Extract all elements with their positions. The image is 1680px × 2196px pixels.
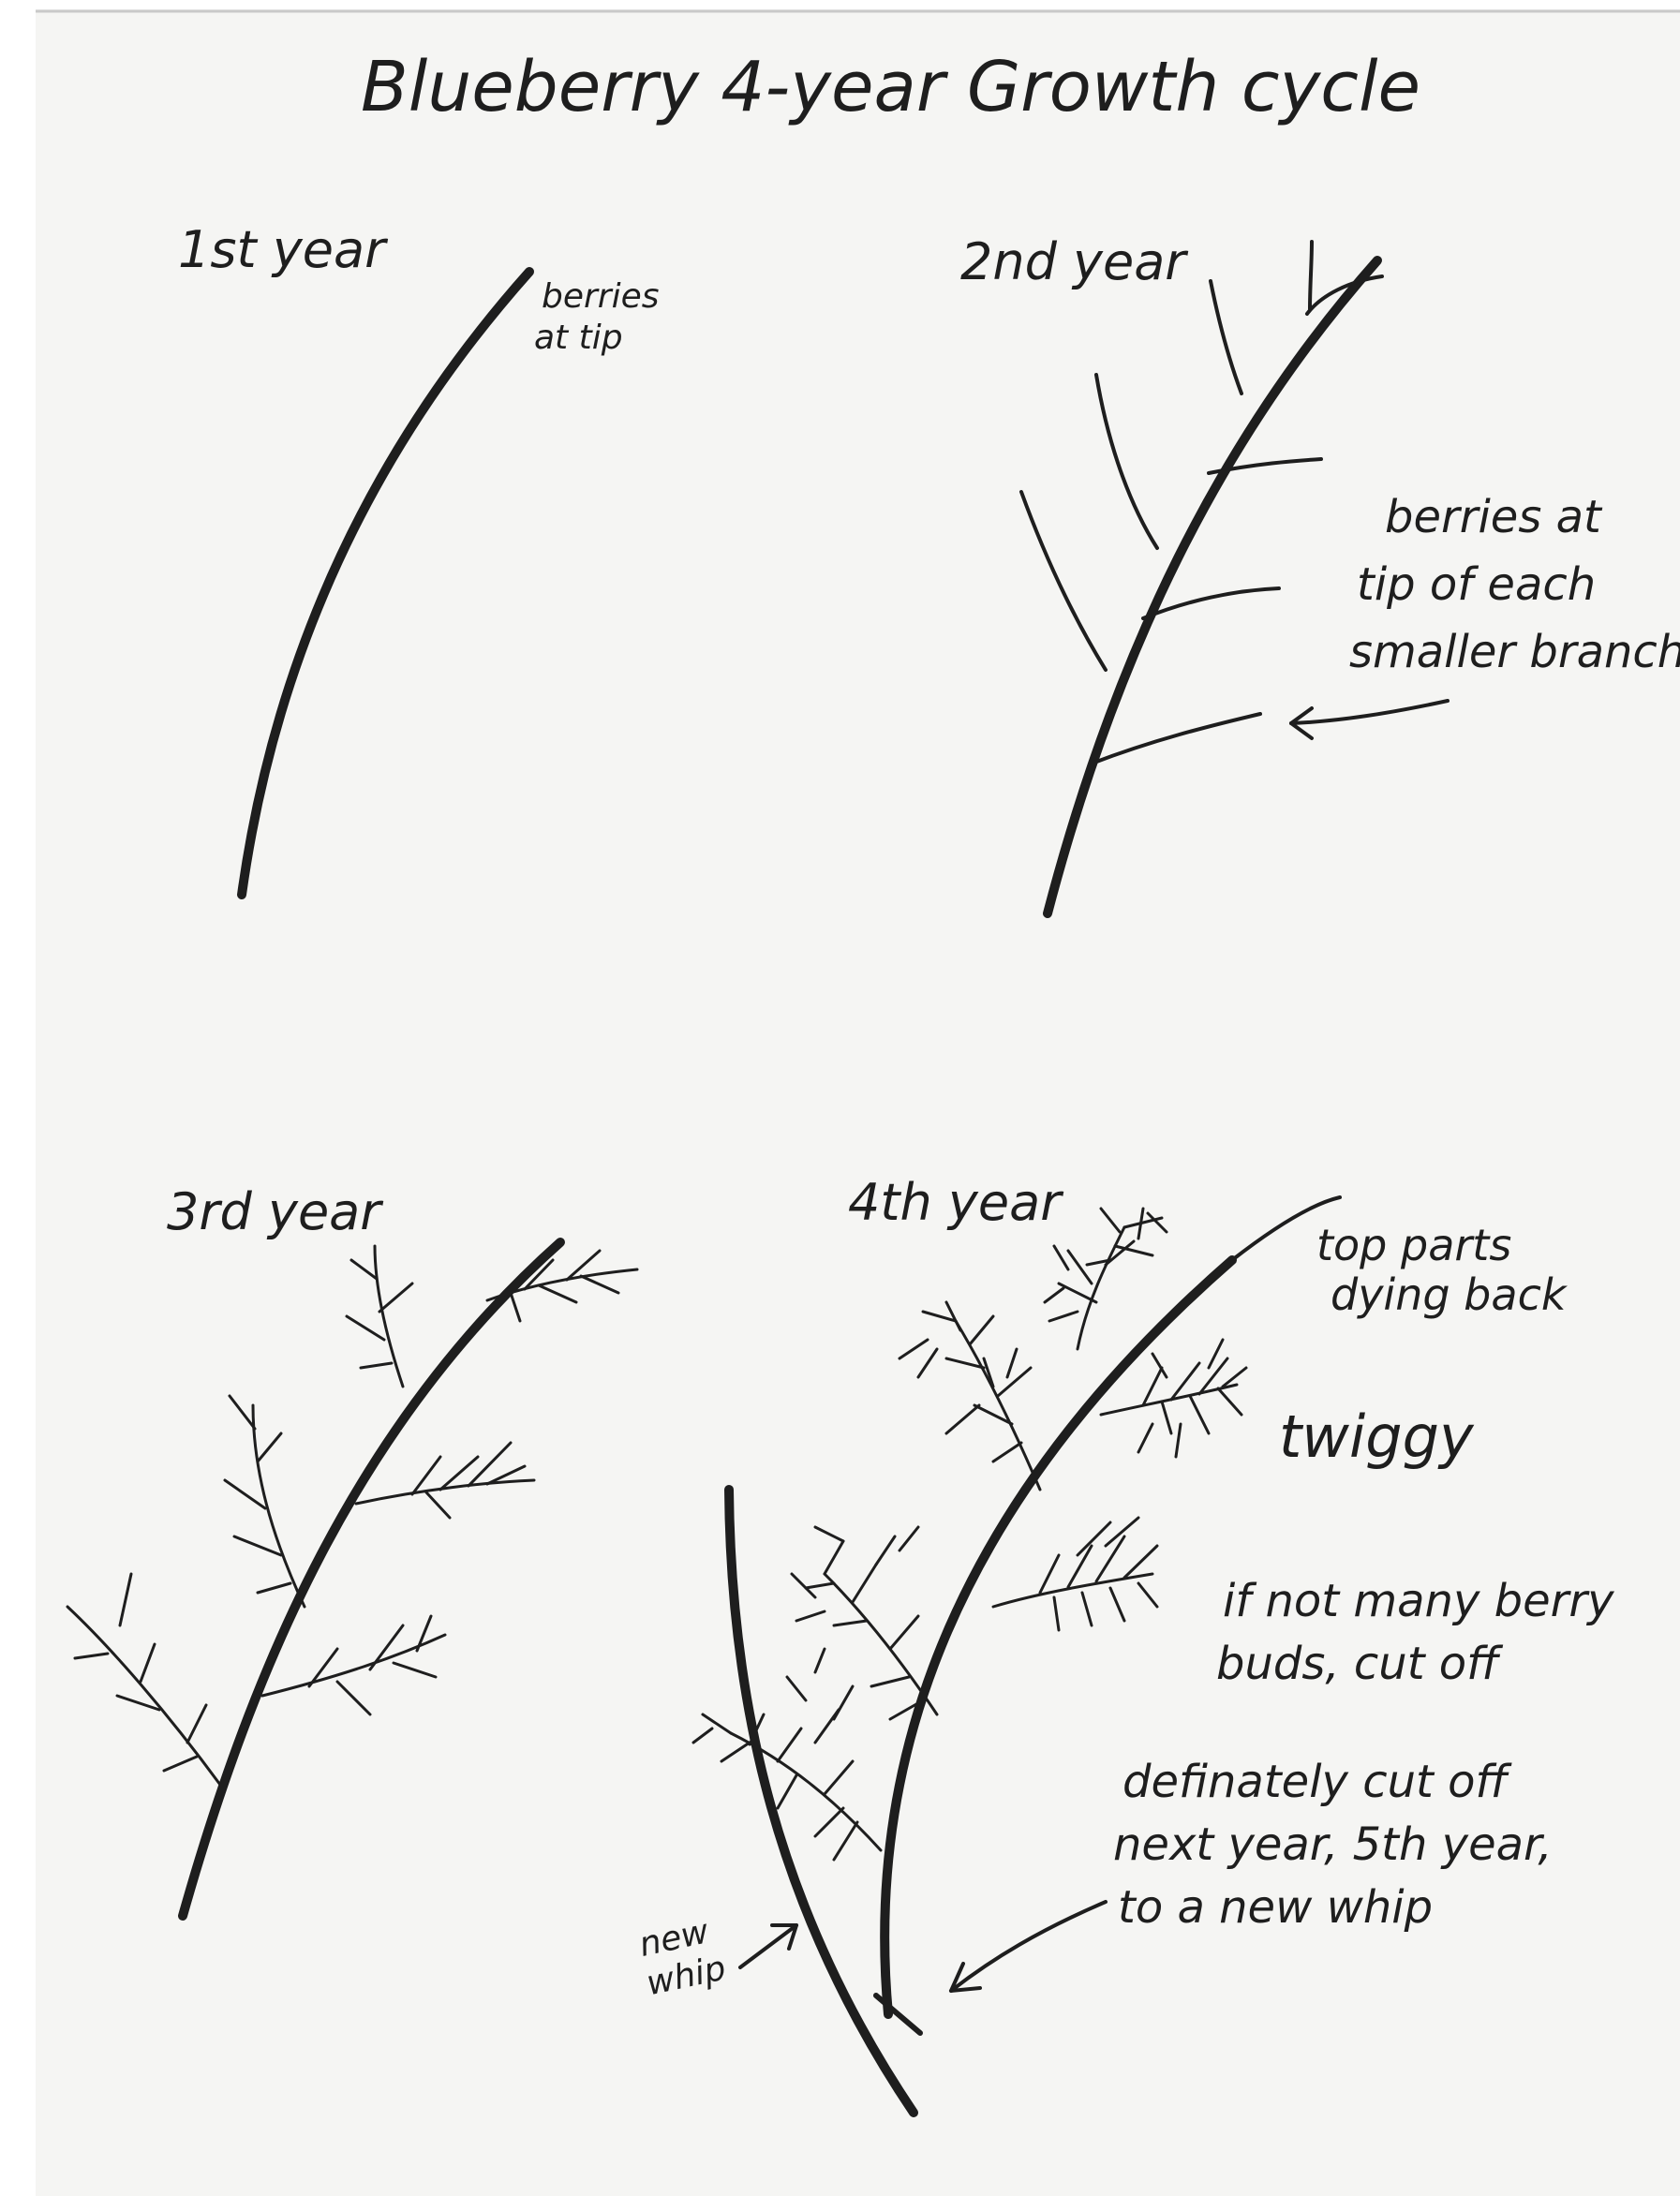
panel-label-third-year: 3rd year [167,1182,383,1241]
diagram-title: Blueberry 4-year Growth cycle [361,47,1420,127]
first-year-note-line-2: at tip [534,319,623,357]
second-year-note-line-3: smaller branch [1349,626,1680,678]
fourth-year-note-dying-back: dying back [1331,1269,1568,1320]
fourth-year-note-twiggy: twiggy [1279,1402,1475,1471]
second-year-note-line-2: tip of each [1357,558,1596,611]
panel-label-second-year: 2nd year [960,232,1188,291]
fourth-year-note-cutoff-line-1: definately cut off [1122,1756,1512,1808]
fourth-year-note-berry-line-2: buds, cut off [1216,1638,1504,1690]
fourth-year-note-cutoff-line-3: to a new whip [1118,1881,1433,1934]
fourth-year-note-top-parts: top parts [1316,1220,1511,1270]
panel-label-first-year: 1st year [178,220,388,279]
panel-label-fourth-year: 4th year [848,1173,1063,1232]
fourth-year-note-berry-line-1: if not many berry [1223,1575,1614,1627]
second-year-branch [1310,242,1312,309]
fourth-year-note-cutoff-line-2: next year, 5th year, [1113,1818,1553,1871]
first-year-note-line-1: berries [542,277,660,316]
second-year-note-line-1: berries at [1385,491,1603,543]
